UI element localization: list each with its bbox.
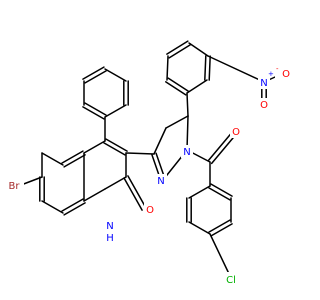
bond-a4-a5 xyxy=(104,68,127,82)
bond-cc-co-b xyxy=(207,128,236,162)
pyrazoline-n1-label: N xyxy=(183,147,190,158)
bond-b3-b4-b xyxy=(210,223,233,237)
bond-a1-a2-b xyxy=(82,106,105,120)
bond-lines xyxy=(20,40,285,279)
bond-a6-a1 xyxy=(104,104,127,118)
chlorine-atom-label: Cl xyxy=(226,275,236,286)
bond-a3-a4-a xyxy=(84,70,107,84)
bromine-atom-label: Br xyxy=(9,181,21,192)
bond-br-c6 xyxy=(20,176,43,186)
nitro-o2-bg xyxy=(258,98,270,111)
bond-b4-b5 xyxy=(188,221,211,235)
bond-p5-pn1 xyxy=(186,115,189,151)
bond-s1-s2 xyxy=(186,79,208,94)
bond-c2-n1 xyxy=(104,176,127,190)
bond-c8b-c8a-a xyxy=(63,202,86,216)
quinolinone-oxygen-label: O xyxy=(146,205,154,216)
nh-nitrogen-label: N xyxy=(106,221,113,232)
nitro-oxygen2-label: O xyxy=(260,100,268,111)
bond-c5-c4a-b xyxy=(61,150,84,164)
bond-p3-p4 xyxy=(153,127,167,155)
bond-b6-b1 xyxy=(188,185,211,199)
bond-s3-s4 xyxy=(188,42,209,57)
bond-s6-s1-b xyxy=(167,77,189,92)
bond-c2-o2-a xyxy=(123,177,143,211)
bond-s4-s5-a xyxy=(166,40,189,55)
bond-c2-o2-b xyxy=(127,175,147,209)
bond-p4-p5 xyxy=(165,115,189,129)
bond-c8-c8b xyxy=(41,200,64,214)
nitro-plus-charge: + xyxy=(268,70,274,78)
bond-c4-c3-b xyxy=(105,138,128,152)
pyrazoline-n1-bg xyxy=(181,145,193,158)
bond-s6-s1-a xyxy=(165,81,187,96)
bond-a1-a2-a xyxy=(84,102,107,116)
bond-c8b-c8a-b xyxy=(61,198,84,212)
nitro-n-bg xyxy=(258,76,270,89)
carbonyl-oxygen-label: O xyxy=(232,127,240,138)
bond-b1-b2-a xyxy=(208,187,231,201)
bond-s5-s6 xyxy=(166,55,169,81)
bond-c4a-c4 xyxy=(83,140,106,154)
br-label-bg xyxy=(4,178,24,192)
nitro-nitrogen-label: N xyxy=(260,78,267,89)
nh-h-bg xyxy=(104,230,116,243)
bond-s2-s3-a xyxy=(208,55,211,81)
bond-n1-c8a xyxy=(83,188,106,202)
bond-s2-s3-b xyxy=(204,55,207,81)
nitro-minus-charge: - xyxy=(276,65,279,73)
nh-hydrogen-label: H xyxy=(106,233,114,244)
bond-b3-b4-a xyxy=(208,219,231,233)
bond-c7-c5 xyxy=(41,152,64,166)
bond-a3-a4-b xyxy=(82,66,105,80)
nitro-o1-bg xyxy=(275,67,291,80)
bond-s4-s5-b xyxy=(168,44,191,59)
bond-b1-b2-b xyxy=(210,183,233,197)
pyrazoline-n2-bg xyxy=(155,174,167,187)
bond-c5-c4a-a xyxy=(63,154,86,168)
bond-b4-cl xyxy=(209,233,232,279)
nh-n-bg xyxy=(104,219,116,232)
oxo-o-bg xyxy=(144,203,156,216)
molecule-canvas: Br N H O N N O Cl N + - O O xyxy=(4,40,291,286)
carbonyl-o-bg xyxy=(230,125,242,138)
structure-drawing: Br N H O N N O Cl N + - O O xyxy=(4,40,291,286)
bond-c3-p3 xyxy=(125,152,155,155)
bond-c4-c3-a xyxy=(103,142,126,156)
nitro-oxygen1-label: O xyxy=(282,69,290,80)
bond-s3-nn xyxy=(207,55,265,83)
pyrazoline-n2-label: N xyxy=(157,176,164,187)
cl-label-bg xyxy=(222,272,240,286)
bond-p5-s1 xyxy=(186,92,189,117)
